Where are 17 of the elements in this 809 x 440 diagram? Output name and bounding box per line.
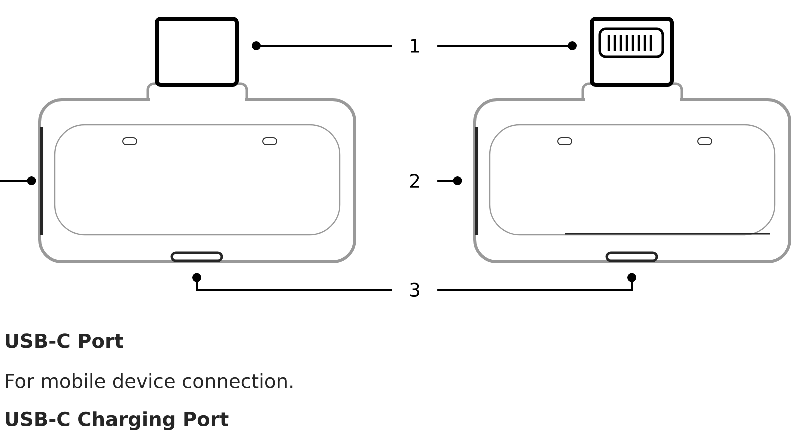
leader-line [252, 42, 392, 50]
charging-port [606, 252, 658, 262]
side-edge [476, 127, 478, 235]
leader-line [438, 42, 577, 50]
callout-number: 1 [411, 39, 420, 53]
leader-line [0, 176, 36, 186]
callout-number: 3 [410, 282, 420, 298]
leader-line [192, 273, 392, 291]
plug [155, 17, 239, 87]
callout-number: 2 [410, 174, 420, 188]
port-name: USB-C Charging Port [6, 412, 229, 430]
side-edge [40, 127, 44, 235]
port-name: USB-C Port [6, 334, 124, 348]
charging-port [170, 252, 224, 262]
leader-line [438, 176, 462, 186]
description-text: For mobile device connection. [6, 374, 293, 388]
leader-line [438, 273, 636, 291]
